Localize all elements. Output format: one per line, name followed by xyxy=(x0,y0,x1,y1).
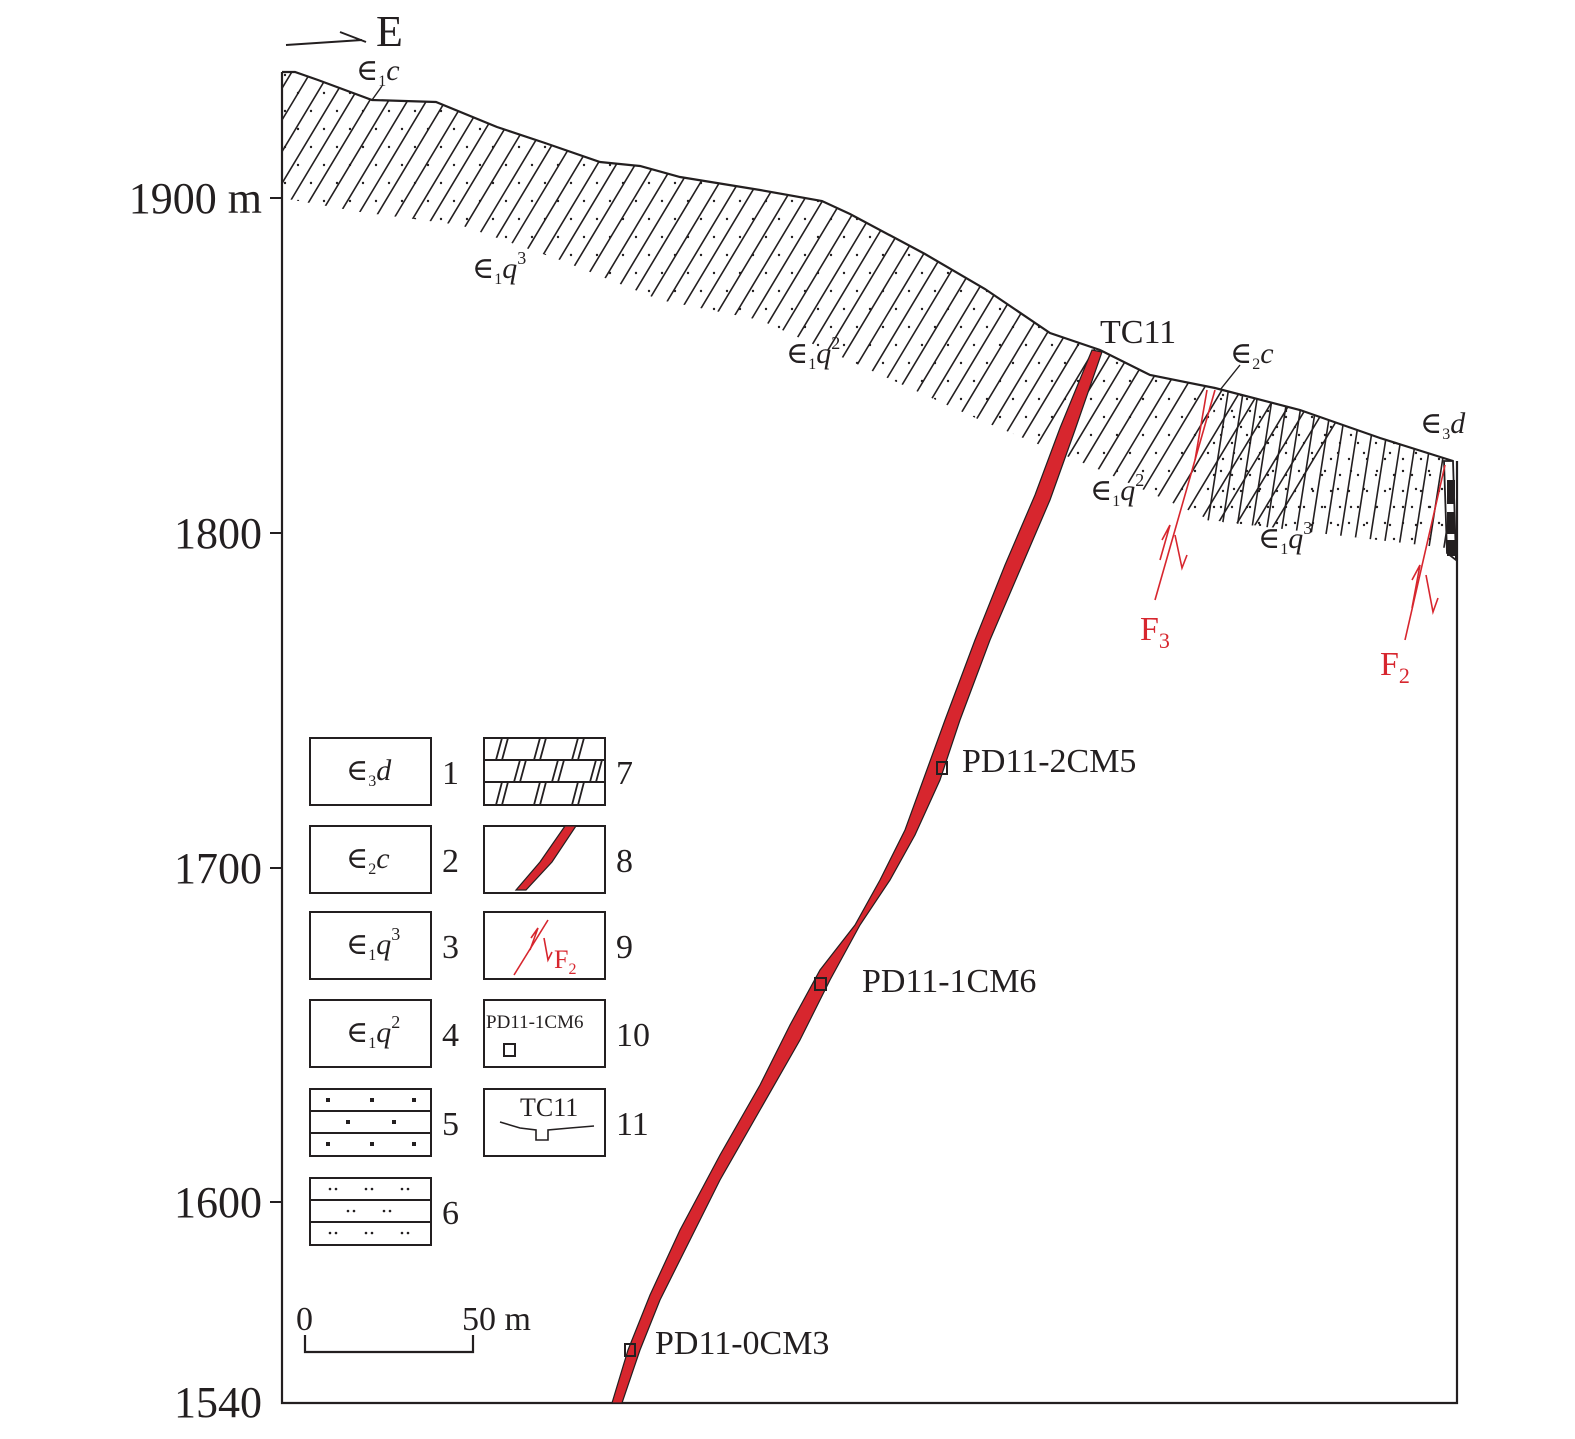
elevation-label-1600: 1600 xyxy=(174,1178,262,1227)
legend-num-4: 4 xyxy=(442,1017,459,1054)
legend-fine-sandstone-swatch xyxy=(309,1177,432,1246)
legend-num-5: 5 xyxy=(442,1106,459,1143)
legend-item-1: ∈3d 1 xyxy=(309,737,459,806)
legend-e2c-symbol: ∈2c xyxy=(346,842,390,878)
unit-labels: ∈1c ∈1q3 ∈1q2 ∈2c ∈1q2 ∈1q3 ∈3d xyxy=(356,54,1466,558)
legend-trench-icon xyxy=(499,1121,595,1141)
legend-item-2: ∈2c 2 xyxy=(309,825,459,894)
legend-item-5: 5 xyxy=(309,1088,459,1157)
sample-label-pd11-1cm6: PD11-1CM6 xyxy=(862,963,1036,1000)
sample-marker-pd11-1cm6 xyxy=(814,977,827,991)
fault-f2-label: F2 xyxy=(1380,646,1410,688)
fault-f2-downthrow-icon xyxy=(1425,574,1439,616)
leader-e2c xyxy=(1219,364,1241,391)
fault-f3-upthrow-icon xyxy=(1159,524,1171,561)
unit-label-e1c: ∈1c xyxy=(356,54,400,90)
unit-label-e3d: ∈3d xyxy=(1420,407,1466,443)
sample-label-pd11-2cm5: PD11-2CM5 xyxy=(962,743,1136,780)
fault-f3 xyxy=(1154,389,1216,601)
legend-e1q2-symbol: ∈1q2 xyxy=(346,1012,400,1052)
fault-f3-downthrow-icon xyxy=(1174,534,1188,571)
unit-label-e1q3-west: ∈1q3 xyxy=(472,248,526,288)
unit-label-e2c: ∈2c xyxy=(1230,337,1274,373)
sample-marker-pd11-0cm3 xyxy=(624,1343,636,1357)
sample-markers: PD11-2CM5 PD11-1CM6 PD11-0CM3 xyxy=(624,743,1136,1362)
scale-end-label: 50 m xyxy=(462,1301,531,1338)
legend-e3d-symbol: ∈3d xyxy=(346,754,392,790)
unit-label-e1q3-east: ∈1q3 xyxy=(1258,518,1312,558)
orientation-indicator: E xyxy=(285,7,403,56)
fault-f2 xyxy=(1404,464,1446,641)
legend-item-9: F2 9 xyxy=(483,911,633,980)
legend-item-3: ∈1q3 3 xyxy=(309,911,459,980)
unit-label-e1q2-west: ∈1q2 xyxy=(786,333,840,373)
section-frame xyxy=(280,72,1459,1405)
east-label: E xyxy=(376,7,403,56)
legend-item-4: ∈1q2 4 xyxy=(309,999,459,1068)
legend-sample-label: PD11-1CM6 xyxy=(486,1012,583,1033)
elevation-label-1700: 1700 xyxy=(174,844,262,893)
sample-label-pd11-0cm3: PD11-0CM3 xyxy=(655,1325,829,1362)
legend: ∈3d 1 ∈2c 2 ∈1q3 3 ∈1q2 4 5 xyxy=(309,737,650,1246)
legend-item-10: PD11-1CM6 10 xyxy=(483,999,650,1068)
legend-trench-label: TC11 xyxy=(520,1093,578,1122)
legend-num-3: 3 xyxy=(442,929,459,966)
legend-num-6: 6 xyxy=(442,1195,459,1232)
legend-item-11: TC11 11 xyxy=(483,1088,649,1157)
legend-num-1: 1 xyxy=(442,755,459,792)
topographic-surface xyxy=(282,70,1454,463)
legend-orebody-swatch xyxy=(514,825,578,891)
elevation-label-1540: 1540 xyxy=(174,1378,262,1427)
unit-label-e1q2-east: ∈1q2 xyxy=(1090,470,1144,510)
legend-dolomite-swatch xyxy=(483,737,606,806)
legend-num-8: 8 xyxy=(616,843,633,880)
legend-num-9: 9 xyxy=(616,929,633,966)
elevation-label-1800: 1800 xyxy=(174,509,262,558)
strata-hatching-west xyxy=(282,72,1450,548)
fault-f3-label: F3 xyxy=(1140,611,1170,653)
legend-num-7: 7 xyxy=(616,755,633,792)
legend-sample-marker-icon xyxy=(503,1043,516,1057)
sample-marker-pd11-2cm5 xyxy=(936,761,948,775)
legend-coarse-sandstone-swatch xyxy=(309,1088,432,1157)
elevation-axis: 1900 m 1800 1700 1600 1540 xyxy=(129,174,282,1427)
elevation-label-1900: 1900 m xyxy=(129,174,262,223)
legend-item-7: 7 xyxy=(483,737,633,806)
east-arrow-icon xyxy=(285,31,367,46)
scale-start-label: 0 xyxy=(296,1301,313,1338)
trench-label: TC11 xyxy=(1100,314,1176,351)
legend-item-6: 6 xyxy=(309,1177,459,1246)
legend-fault-icon xyxy=(513,919,553,976)
ore-body xyxy=(611,349,1103,1404)
fault-f2-upthrow-icon xyxy=(1411,564,1421,609)
legend-fault-label: F2 xyxy=(554,945,576,978)
legend-item-8: 8 xyxy=(483,825,633,894)
scale-bar: 0 50 m xyxy=(296,1301,531,1354)
legend-num-10: 10 xyxy=(616,1017,650,1054)
legend-num-11: 11 xyxy=(616,1106,649,1143)
legend-num-2: 2 xyxy=(442,843,459,880)
dolomite-outcrop xyxy=(1443,460,1457,562)
strata-stipple-west xyxy=(283,73,1444,527)
legend-e1q3-symbol: ∈1q3 xyxy=(346,924,400,964)
trench-tc11: TC11 xyxy=(1100,314,1176,351)
leader-e1c xyxy=(371,85,383,101)
